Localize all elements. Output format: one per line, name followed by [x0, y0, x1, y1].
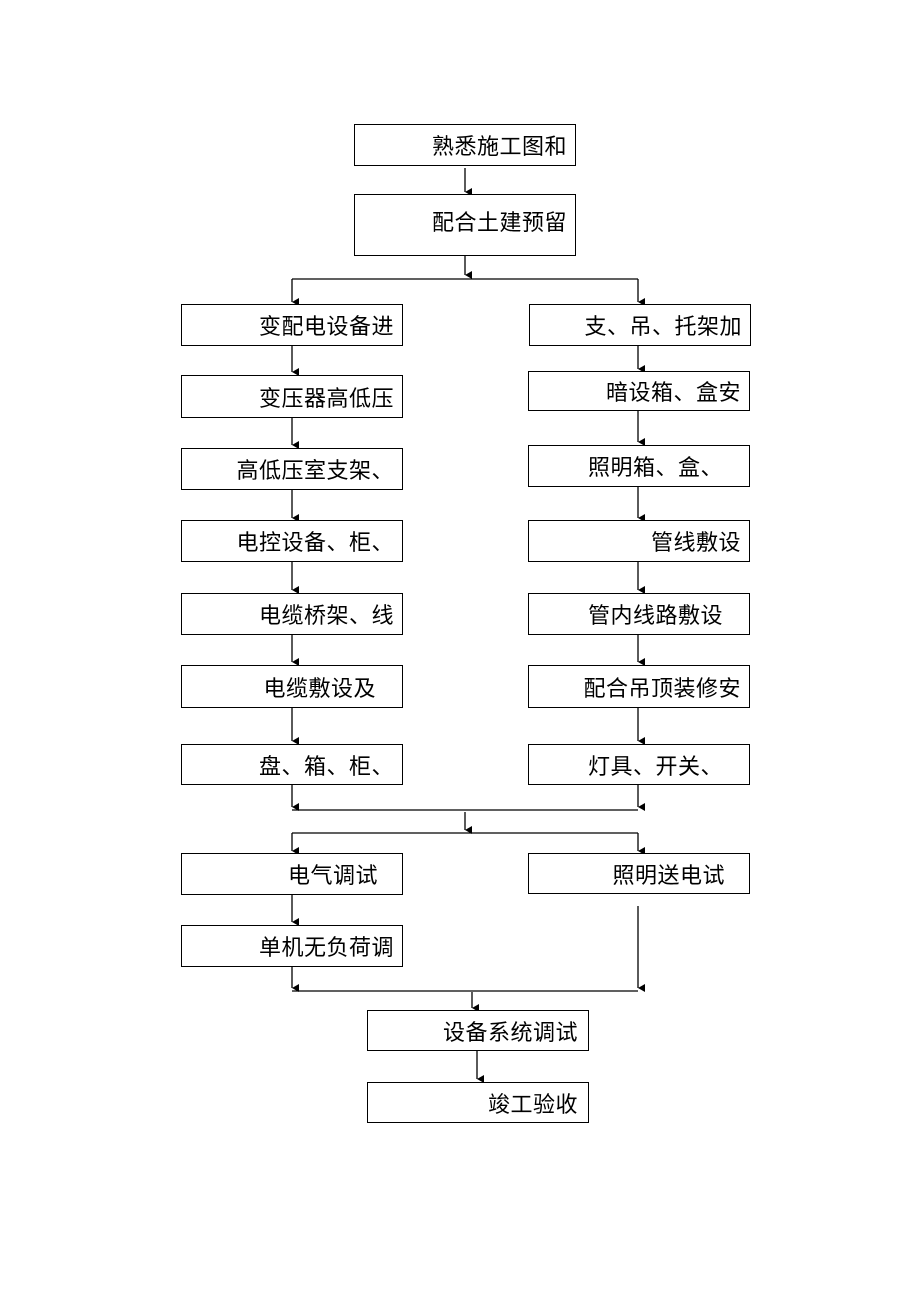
- step-label: 盘、箱、柜、: [258, 754, 394, 780]
- step-right-6: 配合吊顶装修安: [528, 665, 750, 708]
- step-acceptance: 竣工验收: [367, 1082, 589, 1123]
- step-label: 竣工验收: [487, 1092, 578, 1118]
- step-right-1: 支、吊、托架加: [529, 304, 751, 346]
- step-label: 电气调试: [287, 864, 378, 889]
- step-label: 电缆敷设及: [263, 676, 376, 702]
- step-left-7: 盘、箱、柜、: [181, 744, 403, 785]
- step-right-4: 管线敷设: [528, 520, 750, 562]
- step-right-7: 灯具、开关、: [528, 744, 750, 785]
- step-label: 熟悉施工图和: [431, 135, 567, 160]
- step-cooperate-civil: 配合土建预留: [354, 194, 576, 256]
- step-left-2: 变压器高低压: [181, 375, 403, 418]
- step-label: 照明送电试: [612, 863, 725, 889]
- step-lighting-power-test: 照明送电试: [528, 853, 750, 894]
- step-label: 支、吊、托架加: [584, 315, 742, 340]
- step-label: 变压器高低压: [258, 386, 394, 412]
- step-label: 单机无负荷调: [258, 936, 394, 961]
- step-label: 配合吊顶装修安: [583, 676, 741, 702]
- step-label: 灯具、开关、: [587, 754, 723, 780]
- step-left-4: 电控设备、柜、: [181, 520, 403, 562]
- step-electrical-test: 电气调试: [181, 853, 403, 895]
- step-label: 管内线路敷设: [587, 604, 723, 629]
- step-system-test: 设备系统调试: [367, 1010, 589, 1051]
- step-label: 电缆桥架、线: [258, 604, 394, 629]
- step-label: 电控设备、柜、: [236, 531, 394, 556]
- step-left-1: 变配电设备进: [181, 304, 403, 346]
- step-left-5: 电缆桥架、线: [181, 593, 403, 635]
- step-label: 暗设箱、盒安: [605, 381, 741, 406]
- step-label: 管线敷设: [650, 531, 741, 556]
- step-label: 设备系统调试: [442, 1020, 578, 1046]
- step-right-2: 暗设箱、盒安: [528, 371, 750, 411]
- step-label: 照明箱、盒、: [587, 456, 723, 481]
- step-right-5: 管内线路敷设: [528, 593, 750, 635]
- step-right-3: 照明箱、盒、: [528, 445, 750, 487]
- step-label: 高低压室支架、: [236, 459, 394, 484]
- step-familiarize-drawings: 熟悉施工图和: [354, 124, 576, 166]
- step-label: 变配电设备进: [258, 315, 394, 340]
- step-left-6: 电缆敷设及: [181, 665, 403, 708]
- step-label: 配合土建预留: [431, 211, 567, 236]
- step-left-3: 高低压室支架、: [181, 448, 403, 490]
- step-single-noload: 单机无负荷调: [181, 925, 403, 967]
